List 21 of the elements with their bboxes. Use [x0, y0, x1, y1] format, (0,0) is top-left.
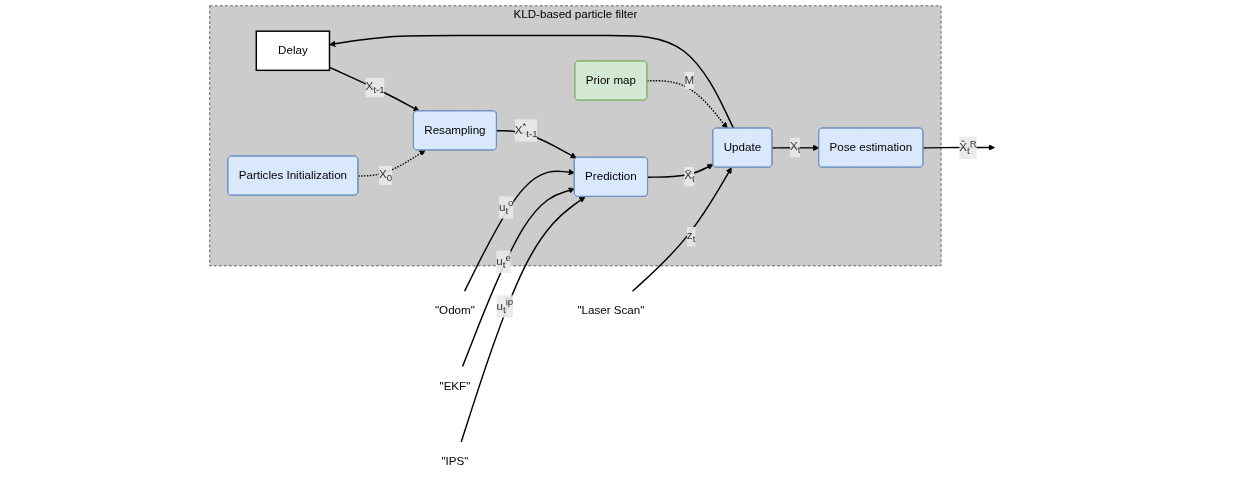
node-text: "EKF"	[439, 379, 471, 392]
arrow	[328, 66, 420, 112]
node-box: Delay	[255, 30, 331, 72]
node-text: "Laser Scan"	[577, 304, 645, 317]
arrow	[357, 150, 426, 177]
arrow	[922, 144, 996, 151]
arrow	[463, 169, 575, 292]
arrow	[460, 196, 586, 443]
edge-label: X$_{0}$	[379, 167, 393, 184]
node-text: "Odom"	[435, 304, 475, 317]
edge-label: z$_{t}$	[686, 229, 696, 245]
edge-label: X$_{t}$	[790, 139, 801, 156]
edge-label: X$_{t-1}$	[365, 80, 385, 96]
arrow	[329, 34, 735, 130]
arrow	[646, 80, 728, 129]
arrow	[631, 167, 732, 292]
arrow	[461, 187, 575, 368]
edge-label: X̄$_{t}$	[684, 169, 695, 185]
node-text: "IPS"	[441, 455, 469, 468]
arrow	[647, 164, 714, 178]
edge-label: M	[684, 73, 695, 87]
